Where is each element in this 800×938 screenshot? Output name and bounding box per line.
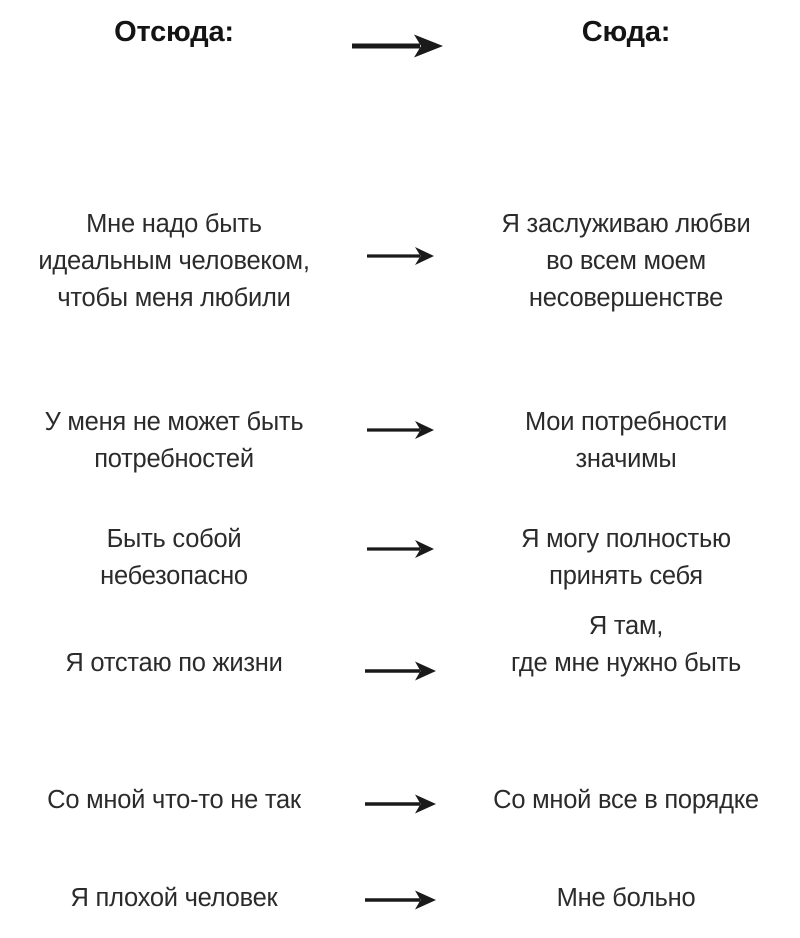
arrow-right-icon — [348, 886, 452, 914]
belief-new-line: во всем моем — [546, 247, 706, 275]
belief-old-cell: У меня не может быть потребностей — [0, 404, 348, 478]
belief-old-text: У меня не может быть потребностей — [14, 404, 334, 478]
belief-old-cell: Быть собой небезопасно — [0, 521, 348, 595]
page-title-from: Отсюда: — [114, 16, 234, 48]
belief-old-cell: Со мной что-то не так — [0, 782, 348, 819]
belief-new-cell: Мои потребности значимы — [452, 404, 800, 478]
belief-old-cell: Я отстаю по жизни — [0, 645, 348, 682]
belief-new-line: несовершенстве — [528, 284, 724, 312]
belief-row: Мне надо быть идеальным человеком, чтобы… — [0, 206, 800, 317]
belief-new-cell: Со мной все в порядке — [452, 782, 800, 819]
arrow-right-icon — [348, 535, 452, 563]
belief-old-line: чтобы меня любили — [57, 284, 291, 312]
belief-old-text: Я плохой человек — [14, 880, 334, 917]
belief-new-text: Я могу полностью принять себя — [466, 521, 786, 595]
header-row: Отсюда: Сюда: — [0, 14, 800, 58]
belief-new-text: Со мной все в порядке — [466, 782, 786, 819]
belief-row: Быть собой небезопасно Я могу полностью … — [0, 521, 800, 595]
belief-old-text: Быть собой небезопасно — [14, 521, 334, 595]
belief-old-line: Я отстаю по жизни — [65, 649, 283, 677]
belief-new-line: Мои потребности — [524, 408, 728, 436]
belief-new-line: Со мной все в порядке — [493, 786, 759, 814]
belief-row: Со мной что-то не так Со мной все в поря… — [0, 782, 800, 819]
belief-old-line: Быть собой — [106, 525, 242, 553]
arrow-right-icon — [348, 416, 452, 444]
arrow-right-icon — [348, 657, 452, 685]
belief-new-cell: Я там, где мне нужно быть — [452, 608, 800, 682]
belief-old-text: Мне надо быть идеальным человеком, чтобы… — [14, 206, 334, 317]
belief-new-line: Мне больно — [556, 884, 696, 912]
belief-new-line: Я могу полностью — [521, 525, 731, 553]
belief-old-cell: Мне надо быть идеальным человеком, чтобы… — [0, 206, 348, 317]
belief-new-line: значимы — [575, 445, 677, 473]
belief-new-line: Я там, — [588, 612, 664, 640]
belief-row: Я плохой человек Мне больно — [0, 880, 800, 917]
belief-new-cell: Мне больно — [452, 880, 800, 917]
belief-new-text: Мои потребности значимы — [466, 404, 786, 478]
belief-new-text: Мне больно — [466, 880, 786, 917]
arrow-right-icon — [348, 242, 452, 270]
belief-new-line: Я заслуживаю любви — [501, 210, 751, 238]
belief-old-line: небезопасно — [100, 562, 248, 590]
belief-old-line: Я плохой человек — [70, 884, 278, 912]
belief-new-line: где мне нужно быть — [510, 649, 742, 677]
belief-new-text: Я там, где мне нужно быть — [466, 608, 786, 682]
arrow-right-icon — [348, 32, 452, 60]
belief-new-cell: Я могу полностью принять себя — [452, 521, 800, 595]
belief-old-text: Я отстаю по жизни — [14, 645, 334, 682]
belief-old-line: У меня не может быть — [44, 408, 304, 436]
belief-old-line: потребностей — [94, 445, 254, 473]
belief-old-line: идеальным человеком, — [38, 247, 310, 275]
belief-new-text: Я заслуживаю любви во всем моем несоверш… — [466, 206, 786, 317]
belief-old-text: Со мной что-то не так — [14, 782, 334, 819]
header-right-cell: Сюда: — [452, 14, 800, 50]
belief-new-cell: Я заслуживаю любви во всем моем несоверш… — [452, 206, 800, 317]
belief-row: У меня не может быть потребностей Мои по… — [0, 404, 800, 478]
arrow-right-icon — [348, 790, 452, 818]
belief-old-cell: Я плохой человек — [0, 880, 348, 917]
belief-old-line: Мне надо быть — [86, 210, 262, 238]
belief-row: Я отстаю по жизни Я там, где мне нужно б… — [0, 612, 800, 685]
belief-old-line: Со мной что-то не так — [47, 786, 301, 814]
page-title-to: Сюда: — [581, 16, 671, 48]
header-left-cell: Отсюда: — [0, 14, 348, 50]
belief-new-line: принять себя — [549, 562, 703, 590]
